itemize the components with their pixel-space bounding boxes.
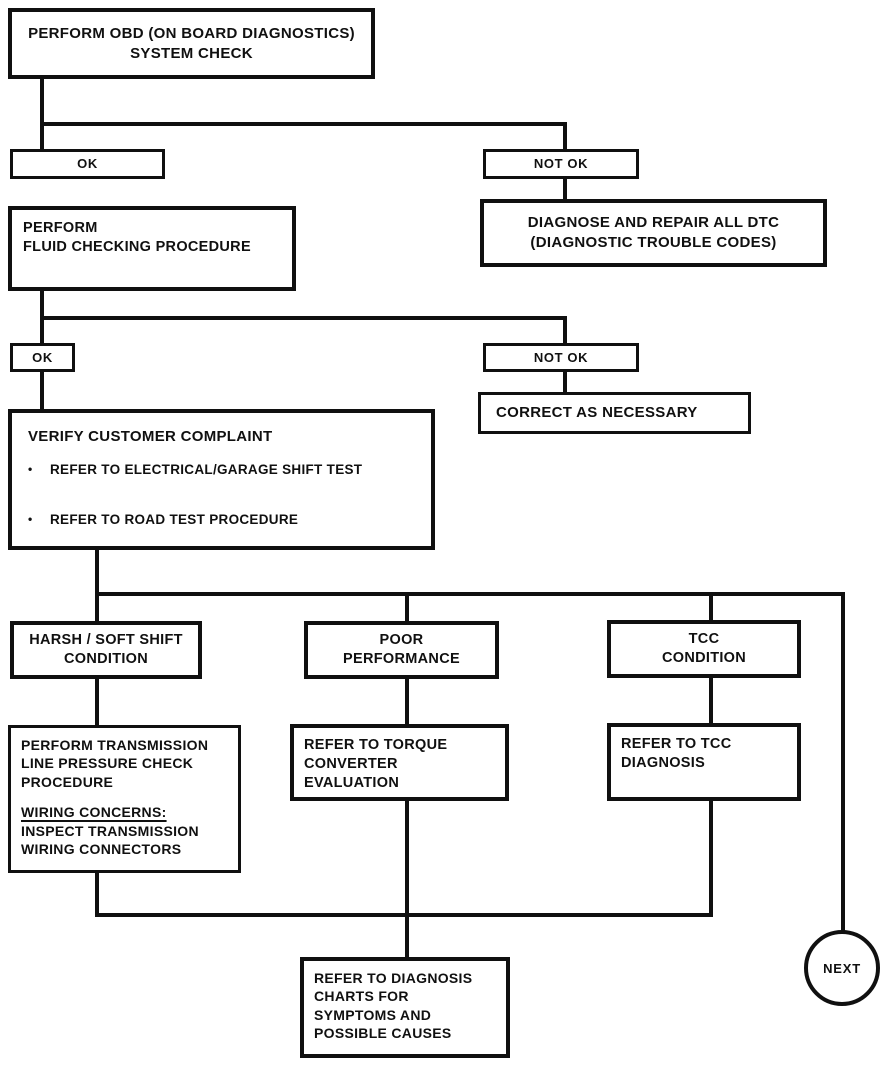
connector-branch3-horizontal bbox=[95, 592, 845, 596]
node-ok-1: OK bbox=[10, 149, 165, 179]
tcc-line2: CONDITION bbox=[661, 650, 747, 666]
verify-bullet1: REFER TO ELECTRICAL/GARAGE SHIFT TEST bbox=[50, 461, 363, 477]
torque-line2: CONVERTER EVALUATION bbox=[304, 756, 400, 792]
connector-branch2-horizontal bbox=[40, 316, 567, 320]
bullet-icon: • bbox=[28, 511, 33, 526]
wiring-line2: WIRING CONNECTORS bbox=[21, 841, 182, 858]
node-poor-performance: POOR PERFORMANCE bbox=[304, 621, 499, 679]
node-not-ok-2: NOT OK bbox=[483, 343, 639, 372]
node-obd-line1: PERFORM OBD (ON BOARD DIAGNOSTICS) bbox=[28, 24, 355, 42]
harsh-line2: CONDITION bbox=[63, 651, 149, 667]
tcc-diag-line2: DIAGNOSIS bbox=[621, 755, 706, 772]
diagnose-line1: DIAGNOSE AND REPAIR ALL DTC bbox=[527, 214, 780, 232]
node-tcc-condition: TCC CONDITION bbox=[607, 620, 801, 678]
connector-next-down bbox=[841, 592, 845, 934]
pressure-line3: PROCEDURE bbox=[21, 773, 114, 790]
poor-line2: PERFORMANCE bbox=[343, 651, 460, 667]
node-verify-complaint: VERIFY CUSTOMER COMPLAINT • REFER TO ELE… bbox=[8, 409, 435, 550]
connector-branch1-horizontal bbox=[40, 122, 567, 126]
charts-line3: SYMPTOMS AND bbox=[314, 1006, 432, 1023]
pressure-line1: PERFORM TRANSMISSION bbox=[21, 737, 209, 753]
node-obd-system-check: PERFORM OBD (ON BOARD DIAGNOSTICS) SYSTE… bbox=[8, 8, 375, 79]
connector-converge-horizontal bbox=[95, 913, 713, 917]
node-diagnose-dtc: DIAGNOSE AND REPAIR ALL DTC (DIAGNOSTIC … bbox=[480, 199, 827, 267]
fluid-line2: FLUID CHECKING PROCEDURE bbox=[23, 239, 251, 256]
node-fluid-checking: PERFORM FLUID CHECKING PROCEDURE bbox=[8, 206, 296, 291]
node-diagnosis-charts: REFER TO DIAGNOSIS CHARTS FOR SYMPTOMS A… bbox=[300, 957, 510, 1058]
node-not-ok-1: NOT OK bbox=[483, 149, 639, 179]
tcc-line1: TCC bbox=[688, 630, 720, 647]
torque-line1: REFER TO TORQUE bbox=[304, 737, 448, 753]
pressure-line2: LINE PRESSURE CHECK bbox=[21, 755, 194, 772]
node-line-pressure-check: PERFORM TRANSMISSION LINE PRESSURE CHECK… bbox=[8, 725, 241, 873]
tcc-diag-line1: REFER TO TCC bbox=[621, 736, 732, 752]
bullet-icon: • bbox=[28, 461, 33, 476]
charts-line2: CHARTS FOR bbox=[314, 988, 409, 1005]
next-label: NEXT bbox=[823, 960, 861, 976]
node-next-connector: NEXT bbox=[804, 930, 880, 1006]
node-tcc-diagnosis: REFER TO TCC DIAGNOSIS bbox=[607, 723, 801, 801]
not-ok-2-label: NOT OK bbox=[533, 349, 589, 365]
charts-line4: POSSIBLE CAUSES bbox=[314, 1025, 452, 1042]
ok-1-label: OK bbox=[77, 156, 98, 172]
diagnose-line2: (DIAGNOSTIC TROUBLE CODES) bbox=[530, 234, 777, 251]
node-harsh-soft-shift: HARSH / SOFT SHIFT CONDITION bbox=[10, 621, 202, 679]
node-ok-2: OK bbox=[10, 343, 75, 372]
harsh-line1: HARSH / SOFT SHIFT bbox=[29, 631, 183, 648]
charts-line1: REFER TO DIAGNOSIS bbox=[314, 970, 473, 986]
node-obd-line2: SYSTEM CHECK bbox=[130, 44, 253, 62]
ok-2-label: OK bbox=[32, 349, 53, 365]
not-ok-1-label: NOT OK bbox=[533, 156, 589, 172]
verify-bullet2: REFER TO ROAD TEST PROCEDURE bbox=[50, 511, 299, 527]
wiring-line1: INSPECT TRANSMISSION bbox=[21, 822, 199, 839]
fluid-line1: PERFORM bbox=[23, 220, 98, 236]
poor-line1: POOR bbox=[379, 631, 424, 648]
correct-label: CORRECT AS NECESSARY bbox=[496, 404, 698, 422]
connector-obd-down bbox=[40, 78, 44, 154]
node-correct-as-necessary: CORRECT AS NECESSARY bbox=[478, 392, 751, 434]
wiring-concerns-heading: WIRING CONCERNS: bbox=[21, 804, 167, 821]
verify-heading: VERIFY CUSTOMER COMPLAINT bbox=[28, 428, 273, 445]
node-torque-converter: REFER TO TORQUE CONVERTER EVALUATION bbox=[290, 724, 509, 801]
